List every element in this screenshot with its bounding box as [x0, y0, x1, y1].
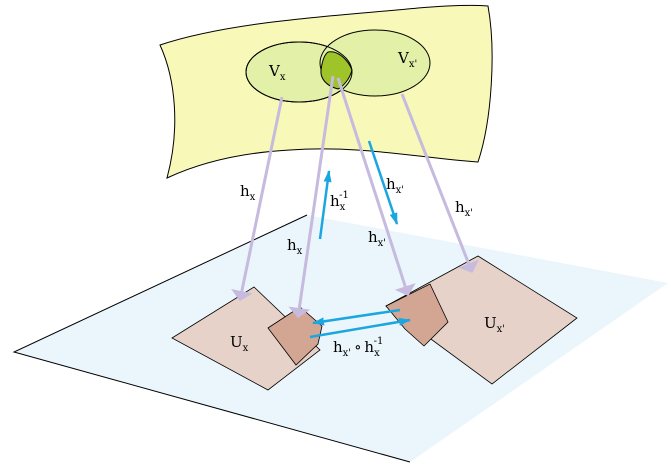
arrow-h-x-prime-to-u-x-prime: [400, 93, 479, 273]
label-transition-map: hx'∘hx-1: [333, 336, 383, 359]
arrow-transition-backward: [312, 308, 401, 326]
patch-v-x-outline: [245, 41, 353, 103]
label-u-x: Ux: [230, 333, 249, 354]
chart-image-u-x-prime: [385, 255, 578, 385]
arrow-h-x-inverse: [318, 170, 332, 240]
chart-image-u-x: [171, 286, 321, 391]
label-v-x: Vx: [268, 62, 286, 83]
label-v-x-prime: Vx': [397, 49, 417, 70]
euclidean-plane-edge: [12, 214, 411, 463]
label-h-x-center: hx: [287, 236, 303, 257]
label-u-x-prime: Ux': [484, 314, 505, 335]
label-h-x-prime-center: hx': [368, 228, 386, 249]
arrow-h-x-prime-overlap: [336, 77, 416, 296]
label-h-x-prime-arrow: hx': [386, 175, 404, 196]
arrow-h-x-prime-down: [367, 140, 399, 225]
label-h-x-inverse: hx-1: [330, 190, 349, 213]
label-h-x-left: hx: [240, 182, 256, 203]
arrow-h-x-overlap: [288, 75, 335, 318]
arrow-transition-forward: [309, 317, 411, 339]
arrow-h-x-to-u-x: [231, 96, 284, 301]
label-h-x-prime-right: hx': [455, 198, 473, 219]
overlap-region: [320, 51, 353, 90]
